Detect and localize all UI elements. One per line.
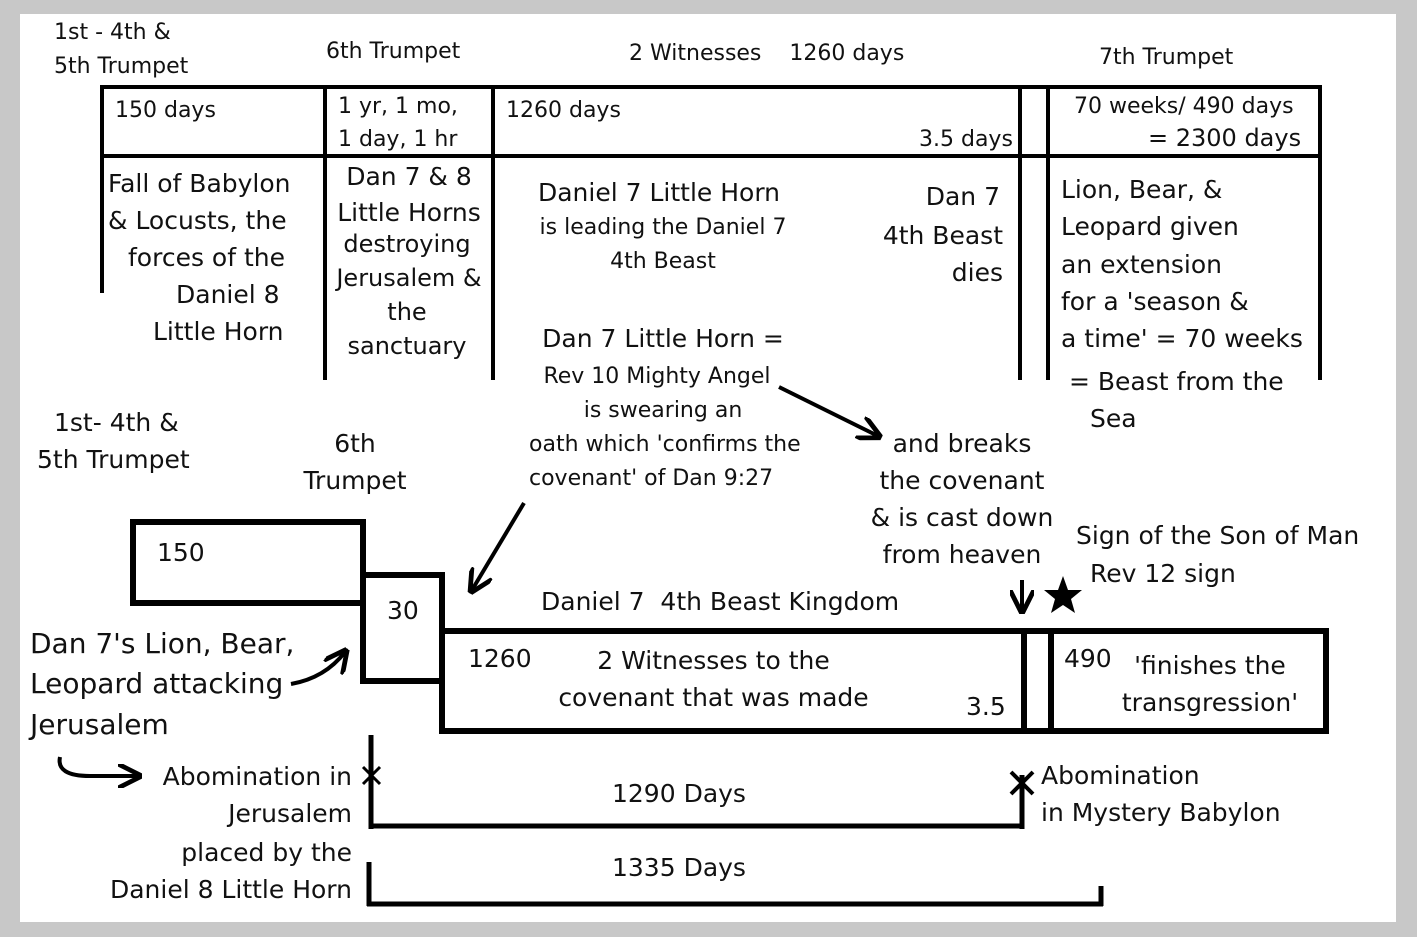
breaks-note-line2: the covenant bbox=[879, 466, 1045, 495]
trumpet-6-label-line2: Trumpet bbox=[303, 466, 407, 495]
box-1260-label: 1260 bbox=[468, 644, 532, 673]
breaks-note-line3: & is cast down bbox=[870, 503, 1054, 532]
desc-col2-line3: destroying bbox=[343, 230, 471, 258]
abomination-babylon-line1: Abomination bbox=[1041, 761, 1200, 790]
days-1290-label: 1290 Days bbox=[612, 779, 746, 808]
desc-col4-line1: Lion, Bear, & bbox=[1061, 175, 1223, 204]
desc-col4-line3: an extension bbox=[1061, 250, 1222, 279]
abomination-jerusalem-line3: placed by the bbox=[181, 838, 352, 867]
sign-note-line1: Sign of the Son of Man bbox=[1076, 521, 1360, 550]
diagram-canvas bbox=[20, 14, 1396, 922]
arrow-attack-to-jerusalem bbox=[290, 652, 345, 686]
star-icon bbox=[1044, 576, 1082, 613]
bracket-1335-days bbox=[366, 862, 1104, 907]
little-horn-note-line2: Rev 10 Mighty Angel bbox=[543, 364, 771, 389]
desc-col3b-line3: dies bbox=[951, 258, 1003, 287]
desc-col2-line2: Little Horns bbox=[337, 198, 481, 227]
trumpet-6-label-line1: 6th bbox=[334, 429, 376, 458]
kingdom-label: Daniel 7 4th Beast Kingdom bbox=[541, 587, 900, 616]
duration-6th-line1: 1 yr, 1 mo, bbox=[338, 94, 458, 119]
desc-col2-line6: sanctuary bbox=[347, 332, 467, 360]
abomination-babylon-line2: in Mystery Babylon bbox=[1041, 798, 1281, 827]
box-490-label: 490 bbox=[1064, 644, 1112, 673]
trumpets-1-5-label-line2: 5th Trumpet bbox=[37, 445, 190, 474]
box-30-label: 30 bbox=[387, 596, 419, 625]
trumpets-1-5-label-line1: 1st- 4th & bbox=[54, 408, 179, 437]
desc-col3b-line1: Dan 7 bbox=[925, 182, 1000, 211]
desc-col3-line1: Daniel 7 Little Horn bbox=[537, 178, 781, 207]
box-490-text-line1: 'finishes the bbox=[1134, 651, 1286, 680]
desc-col2-line4: Jerusalem & bbox=[336, 264, 482, 292]
header-2-witnesses: 2 Witnesses 1260 days bbox=[629, 41, 905, 66]
box-1260-text-line1: 2 Witnesses to the bbox=[597, 646, 830, 675]
duration-1260-days: 1260 days bbox=[506, 98, 621, 123]
box-490-text-line2: transgression' bbox=[1121, 688, 1299, 717]
timeline-box-490 bbox=[1048, 628, 1329, 734]
days-1335-label: 1335 Days bbox=[612, 853, 746, 882]
desc-col3-line3: 4th Beast bbox=[610, 249, 716, 274]
little-horn-note-line1: Dan 7 Little Horn = bbox=[542, 324, 784, 353]
little-horn-note-line5: covenant' of Dan 9:27 bbox=[529, 466, 774, 491]
desc-col2-line1: Dan 7 & 8 bbox=[346, 162, 472, 191]
header-trumpets-1-5-line1: 1st - 4th & bbox=[54, 20, 171, 45]
table-col-line-1 bbox=[100, 85, 104, 293]
duration-490-line1: 70 weeks/ 490 days bbox=[1074, 94, 1294, 119]
little-horn-note-line4: oath which 'confirms the bbox=[529, 432, 801, 457]
little-horn-note-line3: is swearing an bbox=[583, 398, 743, 423]
desc-col4-line2: Leopard given bbox=[1061, 212, 1239, 241]
timeline-box-150 bbox=[130, 519, 366, 606]
table-col-line-6 bbox=[1318, 85, 1322, 380]
arrow-to-abomination-jerusalem bbox=[57, 756, 138, 776]
box-3-5-label: 3.5 bbox=[966, 692, 1006, 721]
attack-note-line3: Jerusalem bbox=[30, 708, 169, 741]
breaks-note-line1: and breaks bbox=[892, 429, 1032, 458]
table-col-line-3 bbox=[491, 85, 495, 380]
desc-col1-line4: Daniel 8 bbox=[176, 280, 280, 309]
desc-col1-line2: & Locusts, the bbox=[108, 206, 287, 235]
abomination-jerusalem-line2: Jerusalem bbox=[228, 799, 352, 828]
abomination-jerusalem-line4: Daniel 8 Little Horn bbox=[109, 875, 352, 904]
duration-2300-line2: = 2300 days bbox=[1148, 124, 1302, 152]
desc-col4-line6: = Beast from the bbox=[1069, 367, 1284, 396]
desc-col3-line2: is leading the Daniel 7 bbox=[539, 215, 787, 240]
table-col-line-2 bbox=[323, 85, 327, 380]
header-7th-trumpet: 7th Trumpet bbox=[1099, 45, 1234, 70]
desc-col4-line7: Sea bbox=[1090, 404, 1137, 433]
arrow-to-1260-box bbox=[472, 501, 526, 590]
duration-150-days: 150 days bbox=[115, 98, 216, 123]
box-150-label: 150 bbox=[157, 538, 205, 567]
abomination-jerusalem-x-mark bbox=[361, 765, 382, 786]
attack-note-line2: Leopard attacking bbox=[30, 667, 284, 700]
desc-col4-line5: a time' = 70 weeks bbox=[1061, 324, 1303, 353]
desc-col3b-line2: 4th Beast bbox=[882, 221, 1003, 250]
sign-note-line2: Rev 12 sign bbox=[1090, 559, 1236, 588]
breaks-note-line4: from heaven bbox=[882, 540, 1042, 569]
table-top-border bbox=[100, 85, 1322, 89]
desc-col1-line3: forces of the bbox=[128, 243, 285, 272]
desc-col4-line4: for a 'season & bbox=[1061, 287, 1249, 316]
desc-col2-line5: the bbox=[387, 298, 427, 326]
timeline-box-1260 bbox=[439, 628, 1027, 734]
bracket-1290-days bbox=[368, 735, 1025, 829]
header-6th-trumpet: 6th Trumpet bbox=[326, 39, 461, 64]
abomination-jerusalem-line1: Abomination in bbox=[162, 762, 352, 791]
attack-note-line1: Dan 7's Lion, Bear, bbox=[30, 627, 295, 660]
abomination-babylon-x-mark bbox=[1009, 770, 1035, 796]
desc-col1-line1: Fall of Babylon bbox=[108, 169, 291, 198]
table-row-divider bbox=[100, 154, 1322, 158]
header-trumpets-1-5-line2: 5th Trumpet bbox=[54, 54, 189, 79]
table-col-line-4 bbox=[1018, 85, 1022, 380]
duration-6th-line2: 1 day, 1 hr bbox=[338, 127, 458, 152]
box-1260-text-line2: covenant that was made bbox=[558, 683, 869, 712]
table-col-line-5 bbox=[1046, 85, 1050, 380]
desc-col1-line5: Little Horn bbox=[153, 317, 284, 346]
arrow-to-breaks-covenant bbox=[778, 385, 878, 436]
duration-3-5-days: 3.5 days bbox=[919, 127, 1013, 152]
